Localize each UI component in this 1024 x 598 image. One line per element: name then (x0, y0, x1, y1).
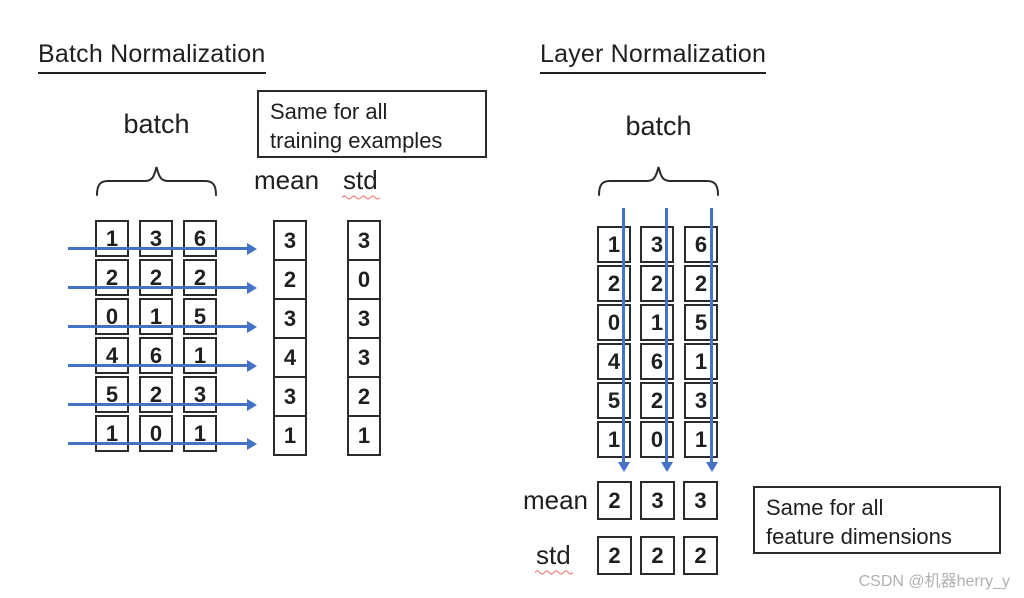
grid-cell: 1 (95, 220, 129, 257)
mean-label-right: mean (522, 485, 588, 515)
std-label-right: std (536, 540, 571, 570)
std-cell: 3 (347, 337, 381, 378)
grid-cell: 2 (183, 259, 217, 296)
mean-cell: 3 (273, 376, 307, 417)
mean-cell: 3 (273, 298, 307, 339)
grid-cell: 2 (139, 259, 173, 296)
std-cell: 2 (683, 536, 718, 575)
layer-norm-title: Layer Normalization (540, 40, 767, 74)
std-cell: 1 (347, 415, 381, 456)
grid-cell: 2 (640, 265, 674, 302)
std-cell: 3 (347, 220, 381, 261)
grid-cell: 1 (95, 415, 129, 452)
grid-cell: 3 (139, 220, 173, 257)
mean-cell: 3 (683, 481, 718, 520)
brace-icon-right (598, 166, 719, 196)
grid-cell: 2 (139, 376, 173, 413)
grid-cell: 4 (95, 337, 129, 374)
std-cell: 2 (597, 536, 632, 575)
wavy-underline-icon (535, 570, 573, 575)
column-arrow-icon (617, 208, 630, 472)
note-batch-norm: Same for all training examples (257, 90, 487, 158)
std-label-left: std (343, 165, 378, 195)
grid-cell: 0 (640, 421, 674, 458)
grid-cell: 3 (640, 226, 674, 263)
mean-cell: 4 (273, 337, 307, 378)
grid-cell: 2 (597, 265, 631, 302)
std-cell: 2 (640, 536, 675, 575)
std-cell: 0 (347, 259, 381, 300)
grid-cell: 5 (183, 298, 217, 335)
grid-cell: 2 (95, 259, 129, 296)
grid-cell: 1 (597, 226, 631, 263)
note-line: Same for all (270, 99, 388, 124)
mean-cell: 2 (597, 481, 632, 520)
note-line: feature dimensions (766, 524, 952, 549)
grid-cell: 2 (640, 382, 674, 419)
grid-cell: 1 (183, 337, 217, 374)
batch-label-left: batch (123, 109, 190, 139)
note-layer-norm: Same for all feature dimensions (753, 486, 1001, 554)
column-arrow-icon (705, 208, 718, 472)
note-line: training examples (270, 128, 443, 153)
grid-cell: 4 (597, 343, 631, 380)
std-cell: 3 (347, 298, 381, 339)
grid-cell: 0 (139, 415, 173, 452)
mean-cell: 1 (273, 415, 307, 456)
batch-norm-title: Batch Normalization (38, 40, 266, 74)
grid-cell: 0 (597, 304, 631, 341)
grid-cell: 1 (640, 304, 674, 341)
grid-cell: 1 (139, 298, 173, 335)
brace-icon-left (96, 166, 217, 196)
row-arrow-icon (68, 359, 257, 372)
wavy-underline-icon (342, 195, 380, 200)
grid-cell: 6 (139, 337, 173, 374)
grid-cell: 3 (183, 376, 217, 413)
row-arrow-icon (68, 320, 257, 333)
note-line: Same for all (766, 495, 884, 520)
row-arrow-icon (68, 281, 257, 294)
std-cell: 2 (347, 376, 381, 417)
batch-label-right: batch (625, 111, 692, 141)
column-arrow-icon (660, 208, 673, 472)
grid-cell: 5 (95, 376, 129, 413)
grid-cell: 1 (183, 415, 217, 452)
grid-cell: 0 (95, 298, 129, 335)
row-arrow-icon (68, 437, 257, 450)
grid-cell: 6 (183, 220, 217, 257)
watermark: CSDN @机器herry_y (858, 573, 1010, 590)
mean-cell: 3 (273, 220, 307, 261)
grid-cell: 6 (640, 343, 674, 380)
row-arrow-icon (68, 398, 257, 411)
mean-cell: 2 (273, 259, 307, 300)
mean-cell: 3 (640, 481, 675, 520)
grid-cell: 1 (597, 421, 631, 458)
grid-cell: 5 (597, 382, 631, 419)
row-arrow-icon (68, 242, 257, 255)
mean-label-left: mean (254, 165, 320, 195)
